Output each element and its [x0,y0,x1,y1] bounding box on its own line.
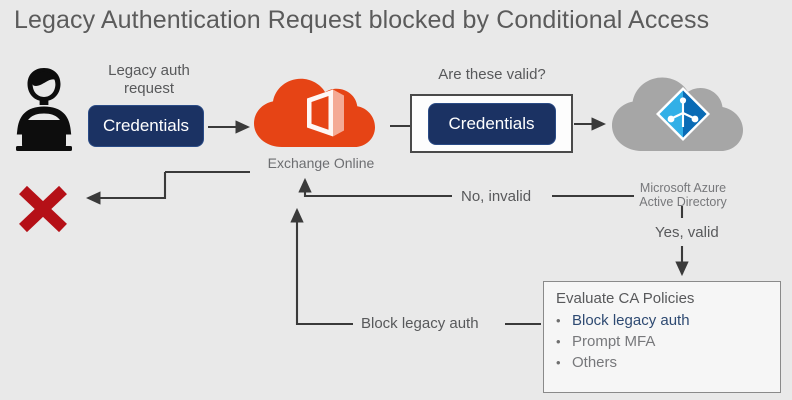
bullet-icon: • [556,355,561,370]
blocked-x-icon [14,183,72,235]
legacy-auth-request-line1: Legacy auth [108,62,190,79]
exchange-online-label: Exchange Online [267,155,375,171]
validation-box: Credentials [410,94,573,153]
azure-active-directory-node: Microsoft Azure Active Directory [607,73,759,209]
block-legacy-auth-label: Block legacy auth [361,315,479,332]
credentials-pill-left[interactable]: Credentials [89,106,203,146]
yes-valid-label: Yes, valid [655,224,719,241]
ca-policy-label: Prompt MFA [572,333,656,350]
ca-policy-item-block-legacy-auth[interactable]: • Block legacy auth [556,310,780,331]
legacy-auth-request-line2: request [123,80,175,97]
bullet-icon: • [556,334,561,349]
ca-policy-label: Others [572,354,618,371]
page-title: Legacy Authentication Request blocked by… [14,6,710,34]
bullet-icon: • [556,313,561,328]
user-at-laptop-icon [8,62,80,158]
exchange-online-node: Exchange Online [249,73,393,177]
are-these-valid-label: Are these valid? [438,66,546,83]
evaluate-ca-policies-box: Evaluate CA Policies • Block legacy auth… [543,281,781,393]
azure-ad-line2: Active Directory [639,195,727,209]
ca-policy-label: Block legacy auth [572,312,690,329]
credentials-pill-validation[interactable]: Credentials [428,103,555,144]
azure-active-directory-label: Microsoft Azure Active Directory [607,181,759,209]
ca-policies-title: Evaluate CA Policies [556,290,695,307]
legacy-auth-request-label: Legacy auth request [84,62,214,98]
no-invalid-label: No, invalid [461,188,532,205]
exchange-cloud-icon [254,78,375,147]
ca-policy-item-prompt-mfa[interactable]: • Prompt MFA [556,331,780,352]
ca-policy-item-others[interactable]: • Others [556,352,780,373]
azure-ad-line1: Microsoft Azure [639,181,727,195]
azure-cloud-icon [612,77,743,151]
